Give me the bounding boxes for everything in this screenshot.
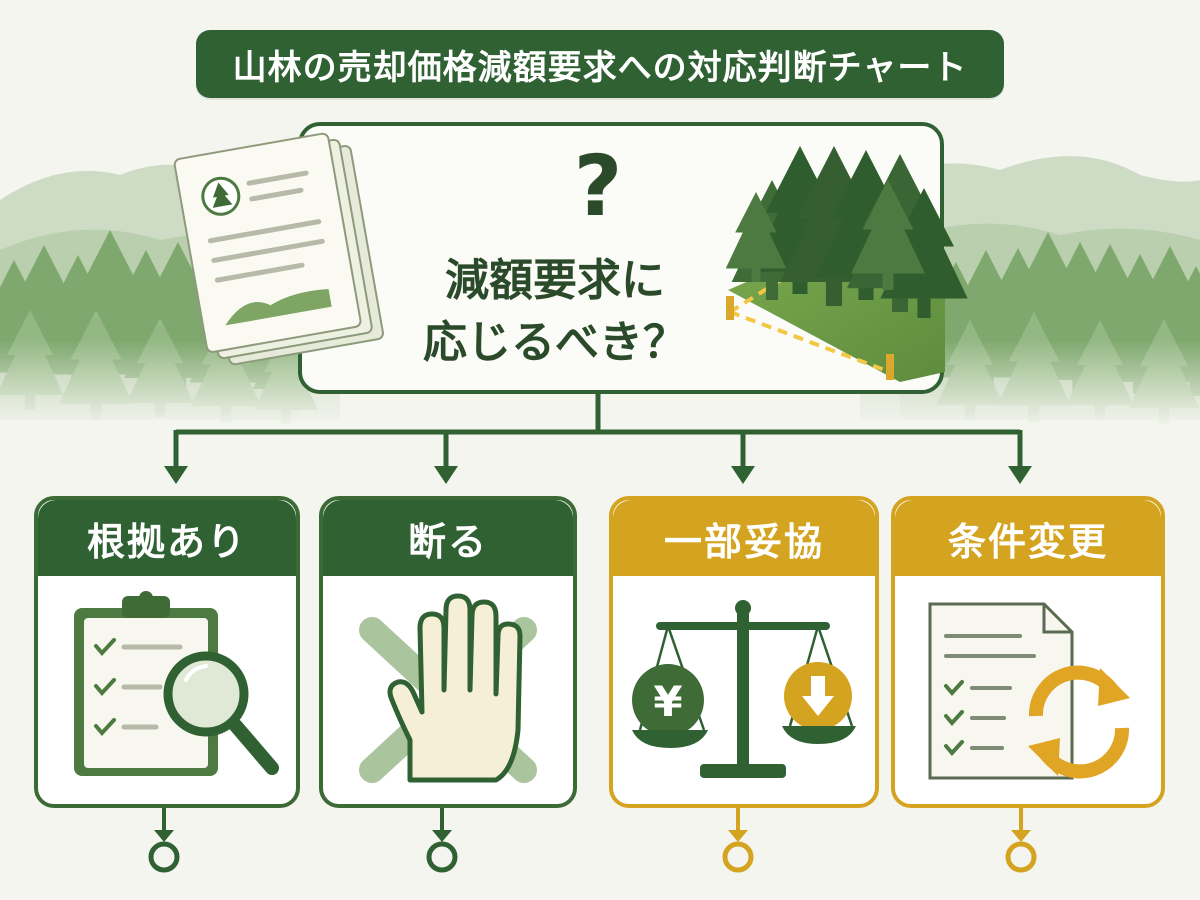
question-line-2: 応じるべき？	[423, 317, 687, 368]
bottom-pins	[148, 808, 1037, 873]
option-label-1: 根拠あり	[86, 519, 247, 564]
option-header-3: 一部妥協	[613, 500, 875, 576]
question-text: 減額要求に 応じるべき？	[400, 250, 710, 374]
plot-tree	[880, 188, 968, 318]
option-header-4: 条件変更	[895, 500, 1161, 576]
plot-tree	[725, 192, 787, 282]
option-label-2: 断る	[407, 519, 488, 564]
option-header-2: 断る	[323, 500, 573, 576]
connector-lines	[164, 392, 1032, 484]
forest-plot-illustration	[725, 146, 968, 382]
clipboard-magnifier-icon	[74, 591, 279, 776]
page-title: 山林の売却価格減額要求への対応判断チャート	[232, 47, 968, 88]
option-label-4: 条件変更	[947, 519, 1108, 564]
document-refresh-icon	[928, 602, 1130, 780]
document-stack-icon	[173, 132, 384, 366]
hand-stop-icon	[359, 593, 537, 783]
yen-symbol: ¥	[653, 677, 682, 726]
plot-tree	[851, 180, 925, 290]
title-banner: 山林の売却価格減額要求への対応判断チャート	[196, 30, 1004, 98]
option-header-1: 根拠あり	[38, 500, 296, 576]
balance-scale-icon	[632, 600, 856, 778]
question-mark: ?	[573, 137, 623, 235]
option-label-3: 一部妥協	[663, 519, 824, 564]
question-line-1: 減額要求に	[445, 255, 665, 306]
